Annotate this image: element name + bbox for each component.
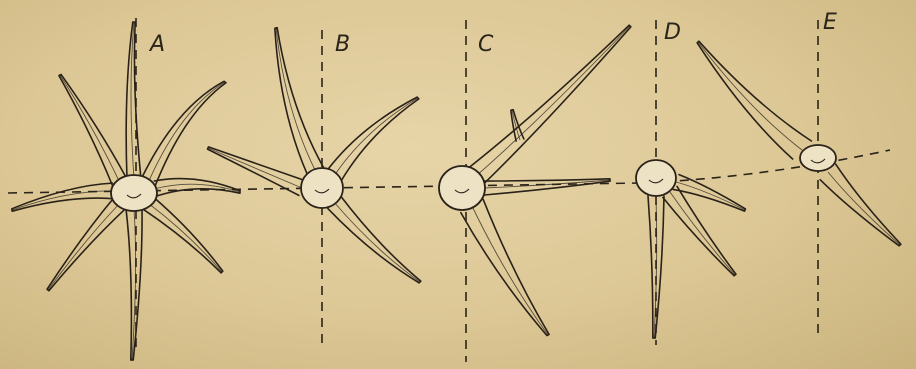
arm-a-lower-right-shading <box>148 203 222 272</box>
body-b <box>301 168 343 208</box>
arm-a-lower-left-shading <box>48 203 120 290</box>
arm-a-upper-left-shading <box>60 75 120 183</box>
stage-a-radial-form <box>12 22 240 360</box>
body-d <box>636 160 676 196</box>
label-e: E <box>823 12 837 34</box>
arm-c-lower-shading <box>472 206 548 335</box>
arm-d-lower-right <box>663 186 736 275</box>
arm-b-up-shading <box>276 28 316 172</box>
arm-e-upper-left <box>697 41 811 159</box>
stage-d-form <box>636 160 745 338</box>
body-a <box>111 175 157 211</box>
stage-e-elongated-form <box>697 41 901 246</box>
label-b: B <box>335 34 350 56</box>
body-e <box>800 145 836 171</box>
label-d: D <box>664 22 681 44</box>
arm-e-lower-right-shading <box>828 172 900 245</box>
arm-c-upper-right-shading <box>476 26 630 176</box>
arm-a-up <box>126 22 141 179</box>
arm-a-upper-right <box>142 81 226 188</box>
arm-b-up <box>275 28 325 175</box>
arm-a-left <box>12 183 116 211</box>
stage-b-form <box>208 28 421 283</box>
arm-b-lower-right <box>328 195 421 282</box>
arm-a-lower-left <box>47 198 126 291</box>
stage-c-form <box>439 25 631 335</box>
body-c <box>439 166 485 210</box>
arm-a-upper-right-shading <box>148 82 225 183</box>
arm-b-left-shading <box>208 148 302 188</box>
label-a: A <box>150 34 165 56</box>
label-c: C <box>478 34 493 56</box>
arm-a-up-shading <box>131 22 134 179</box>
arm-a-right <box>154 179 240 197</box>
arm-a-down <box>126 209 142 360</box>
arm-b-upper-right <box>328 97 419 182</box>
arm-d-right-shading <box>676 182 745 210</box>
